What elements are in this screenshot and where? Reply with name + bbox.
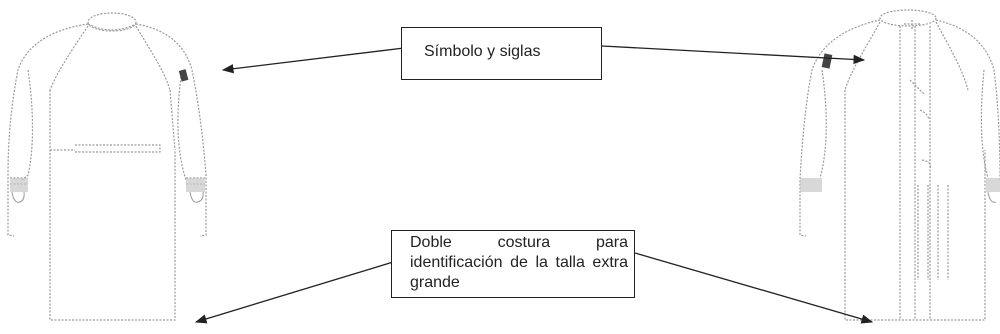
seam-callout-label: Doble costura para identificación de la … (410, 234, 628, 291)
front-left-cuff (10, 178, 28, 192)
arrow-symbol-right (601, 45, 866, 65)
symbol-callout-label: Símbolo y siglas (424, 43, 541, 60)
front-left-hand (11, 191, 25, 203)
front-right-hand (189, 191, 204, 203)
arrow-seam-right (634, 252, 874, 324)
back-gown-illustration (799, 9, 1000, 321)
back-hand (987, 191, 997, 203)
arrow-symbol-left (221, 47, 405, 74)
front-sleeve-symbol-badge (178, 69, 189, 82)
back-left-cuff (800, 178, 822, 192)
back-sleeve-symbol-badge (821, 53, 833, 69)
front-gown-illustration (7, 12, 207, 321)
symbol-callout-box: Símbolo y siglas (401, 27, 602, 80)
arrow-seam-left (194, 251, 427, 324)
front-right-cuff (186, 178, 205, 192)
seam-callout-box: Doble costura para identificación de la … (391, 230, 635, 298)
back-right-cuff (986, 178, 1000, 192)
